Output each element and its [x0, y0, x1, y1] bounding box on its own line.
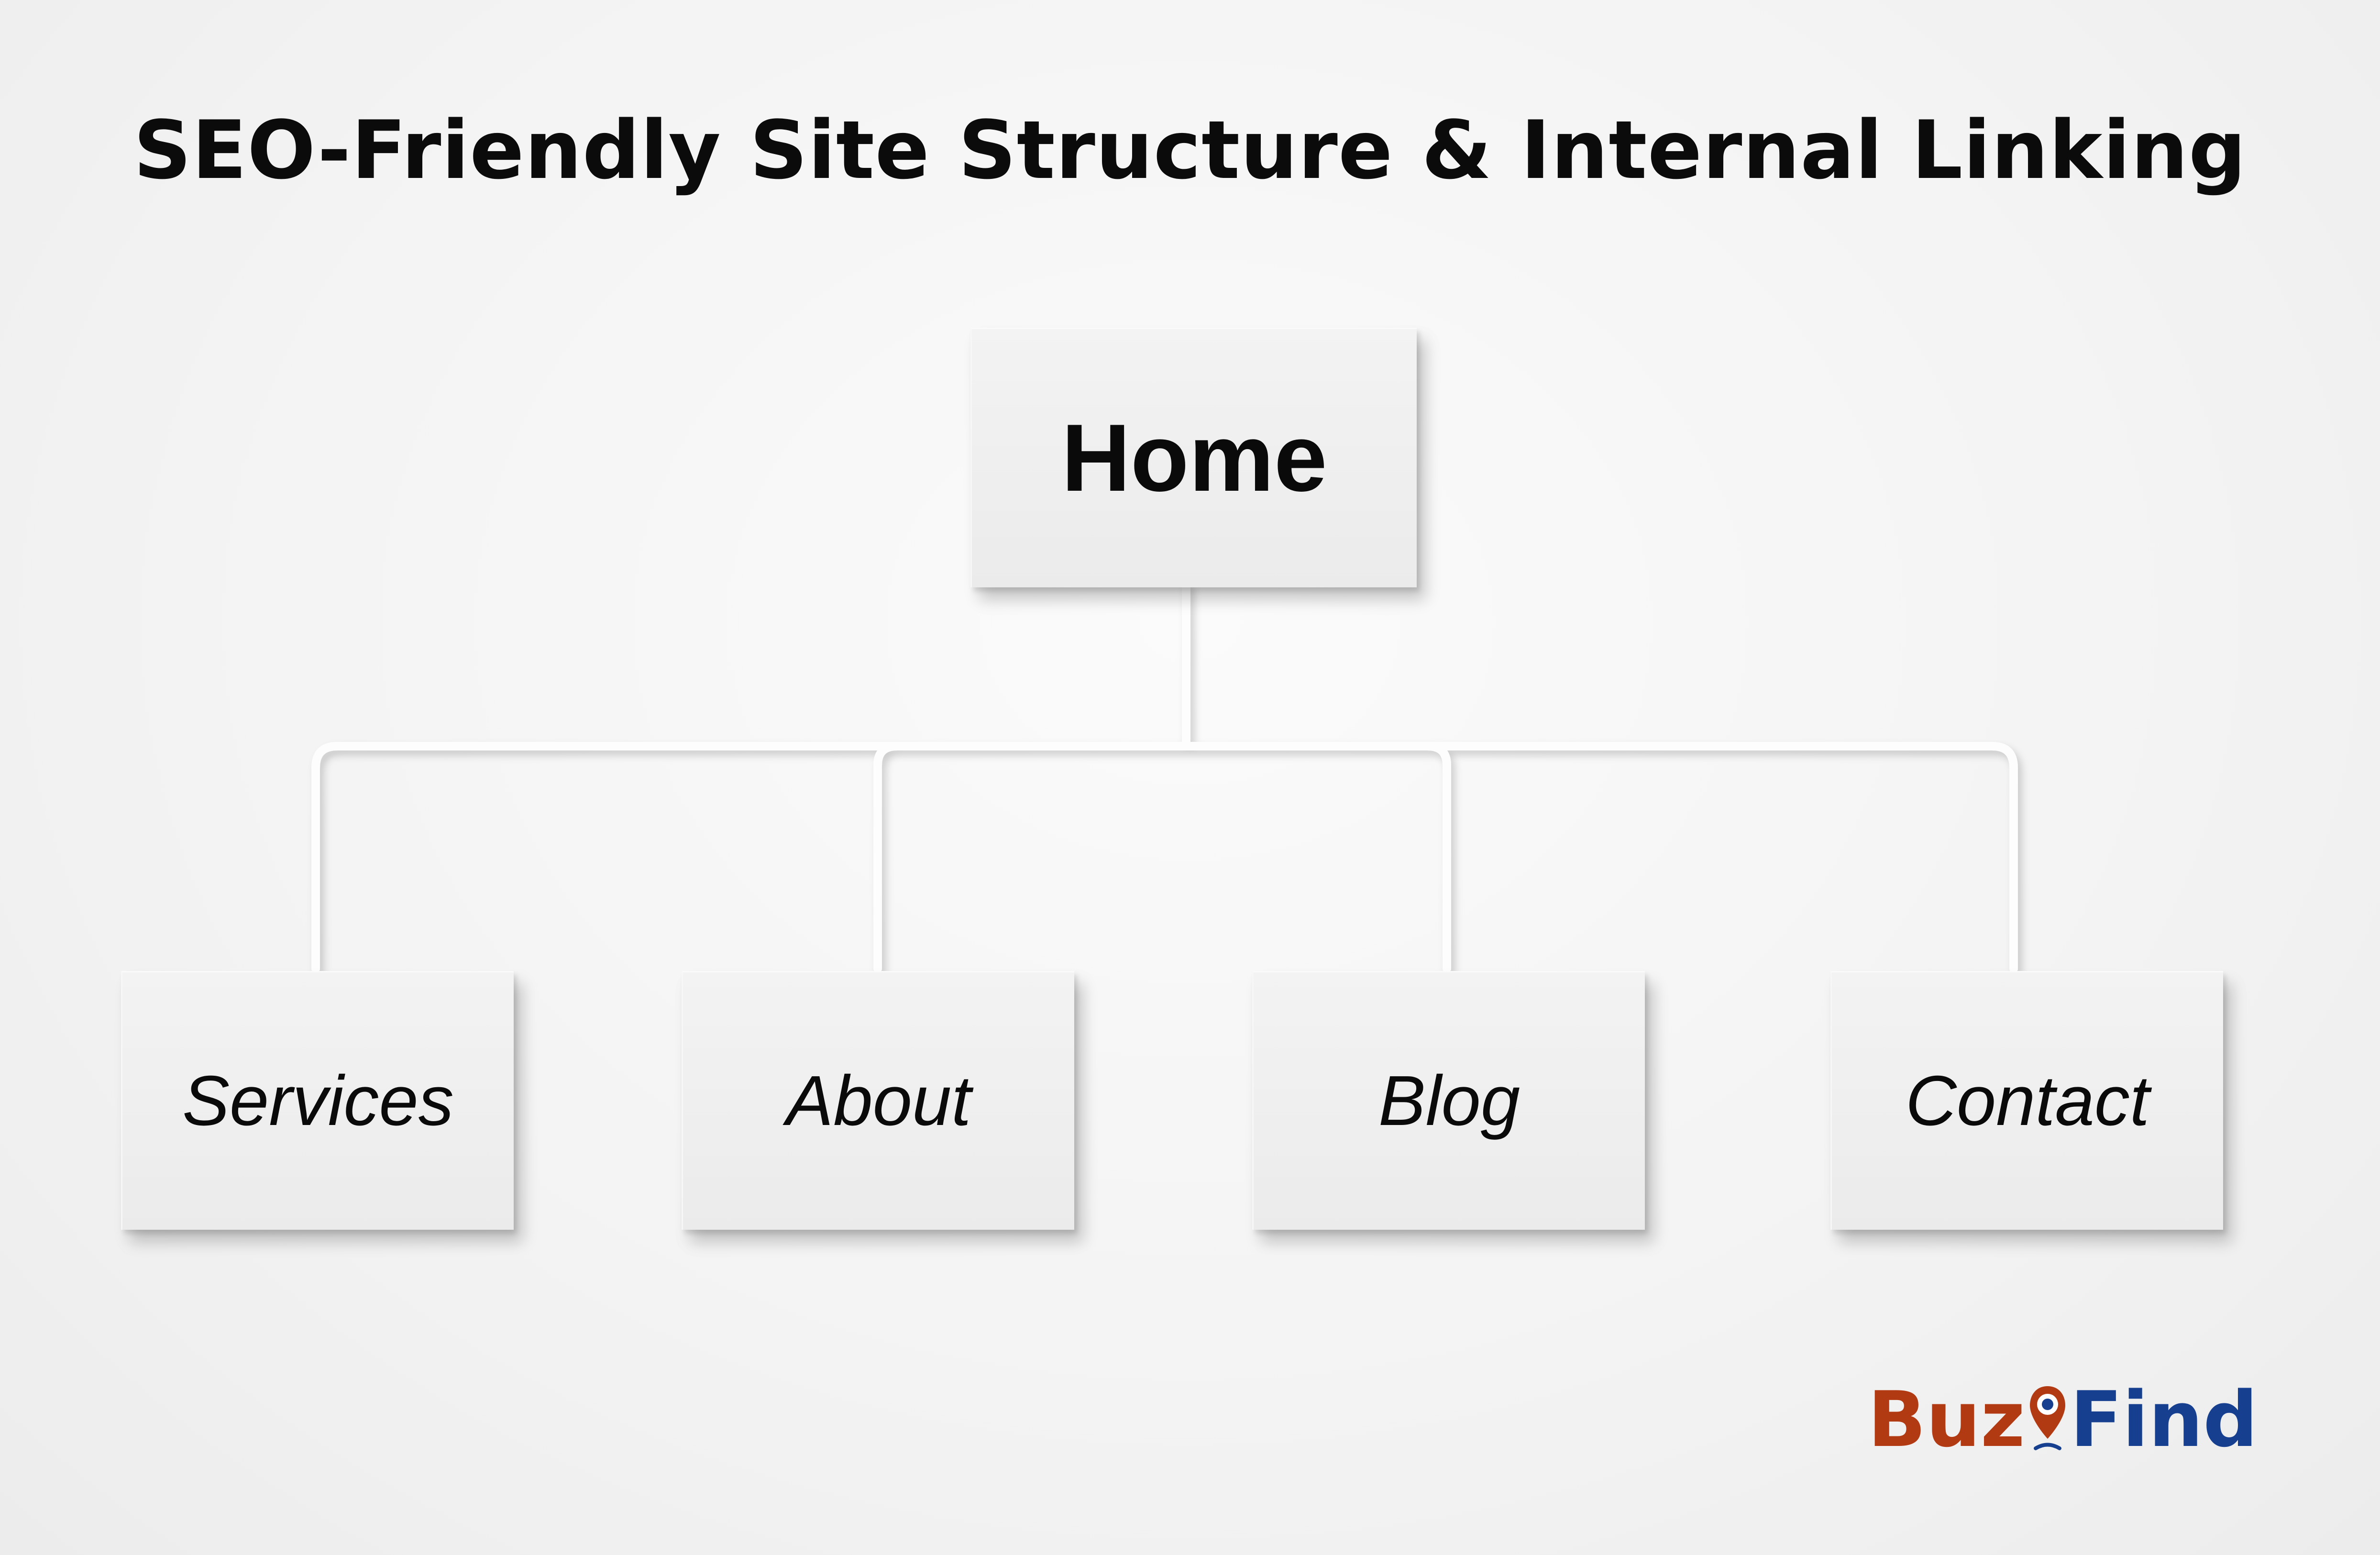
node-contact-label: Contact [1905, 1061, 2150, 1140]
edge-home-blog [1182, 742, 1451, 973]
edge-home-about [873, 742, 1190, 973]
logo-text-buz: Buz [1868, 1374, 2025, 1464]
node-services[interactable]: Services [121, 971, 514, 1230]
node-home-label: Home [1061, 405, 1327, 511]
page-title: SEO-Friendly Site Structure & Internal L… [133, 103, 2247, 197]
node-contact[interactable]: Contact [1830, 971, 2223, 1230]
node-about[interactable]: About [682, 971, 1074, 1230]
buzfind-logo: Buz Find [1868, 1378, 2258, 1461]
node-blog-label: Blog [1378, 1061, 1521, 1140]
edge-home-contact [1182, 742, 2018, 973]
node-services-label: Services [182, 1061, 454, 1140]
logo-text-find: Find [2070, 1374, 2258, 1464]
edge-home-services [311, 742, 1190, 973]
map-pin-icon [2029, 1386, 2065, 1450]
node-about-label: About [786, 1061, 971, 1140]
node-home[interactable]: Home [970, 328, 1417, 587]
node-blog[interactable]: Blog [1252, 971, 1645, 1230]
